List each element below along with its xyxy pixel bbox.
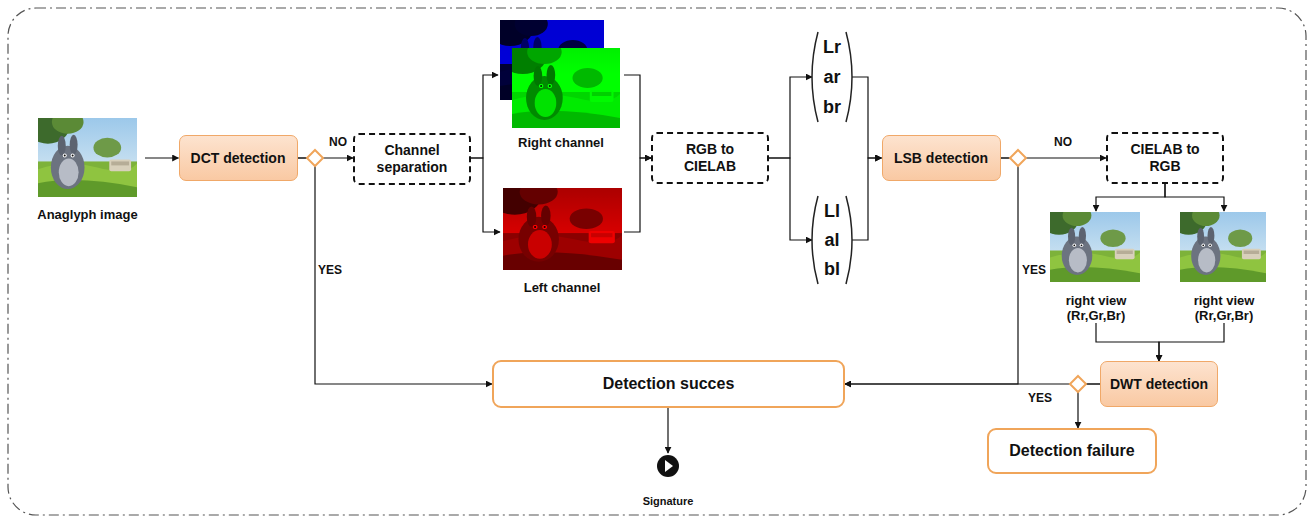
result-box: Detection succes <box>492 360 845 408</box>
flow-arrow <box>1078 384 1100 428</box>
component-vector: Ll al bl <box>812 196 852 284</box>
right-view-picture <box>1170 203 1266 282</box>
node-text: Detection failure <box>1009 442 1134 460</box>
result-box: Detection failure <box>987 428 1157 474</box>
image-node: Left channel <box>500 187 624 295</box>
node-text: br <box>823 97 841 117</box>
red-channel-picture <box>489 178 622 270</box>
decision-diamond <box>1010 150 1026 166</box>
node-text: DCT detection <box>185 150 292 167</box>
flow-arrow <box>1159 323 1224 361</box>
edge-label: YES <box>1026 391 1054 405</box>
edge-label: YES <box>316 263 344 277</box>
process-box: DCT detection <box>179 135 298 181</box>
flow-arrow <box>298 158 493 384</box>
node-text: DWT detection <box>1104 376 1214 393</box>
image-node: right view(Rr,Gr,Br) <box>1176 211 1272 323</box>
play-icon <box>657 455 679 477</box>
image-node: Anaglyph image <box>30 118 145 222</box>
process-box: LSB detection <box>882 135 1001 181</box>
bracket <box>812 196 818 284</box>
right-view-picture <box>1039 203 1140 282</box>
process-box: DWT detection <box>1100 361 1218 407</box>
outer-frame <box>8 8 1306 515</box>
node-text: (Rr,Gr,Br) <box>1195 308 1254 323</box>
flow-arrow <box>1165 184 1224 211</box>
edge-label: NO <box>327 135 349 149</box>
node-text: (Rr,Gr,Br) <box>1067 308 1126 323</box>
node-text: right view <box>1066 293 1127 308</box>
anaglyph-picture <box>26 108 137 197</box>
flow-arrow <box>852 158 882 240</box>
operation-box: CIELAB to RGB <box>1106 132 1224 184</box>
node-text: Signature <box>643 495 694 507</box>
flow-arrow <box>845 158 1018 384</box>
component-vector: Lr ar br <box>812 32 852 122</box>
node-text: LSB detection <box>888 150 994 167</box>
flow-arrow <box>769 77 812 158</box>
play-icon <box>665 460 673 472</box>
flow-arrow <box>1096 323 1159 361</box>
node-text: Ll <box>824 201 840 221</box>
edge-label: YES <box>1020 263 1048 277</box>
image-node: right view(Rr,Gr,Br) <box>1048 211 1144 323</box>
flow-arrow <box>624 158 651 232</box>
decision-diamond <box>1070 376 1086 392</box>
flow-arrow <box>471 75 498 158</box>
flow-arrow <box>667 408 668 453</box>
node-text: Anaglyph image <box>37 207 137 222</box>
node-text: Right channel <box>518 135 604 150</box>
green-channel-picture <box>499 38 620 128</box>
node-text: Left channel <box>524 280 601 295</box>
flow-arrow <box>145 157 179 158</box>
node-text: right view <box>1194 293 1255 308</box>
bracket <box>812 32 818 122</box>
flow-arrow <box>624 75 651 158</box>
edge-label: NO <box>1052 135 1074 149</box>
decision-diamond <box>307 150 323 166</box>
node-text: CIELAB to RGB <box>1108 141 1222 175</box>
flow-arrow <box>1096 184 1165 211</box>
bracket <box>846 32 852 122</box>
flow-arrow <box>471 158 500 232</box>
node-text: bl <box>824 259 840 279</box>
flow-arrow <box>852 77 882 158</box>
node-text: ar <box>823 67 840 87</box>
node-text: RGB to CIELAB <box>653 141 767 175</box>
bracket <box>846 196 852 284</box>
node-text: Channel separation <box>355 142 469 176</box>
operation-box: Channel separation <box>353 133 471 185</box>
signature-icon: Signature <box>636 453 700 507</box>
node-text: Lr <box>823 37 841 57</box>
flow-arrow <box>769 158 812 240</box>
operation-box: RGB to CIELAB <box>651 132 769 184</box>
flow-arrow <box>845 383 1100 384</box>
node-text: Detection succes <box>603 375 735 393</box>
node-text: al <box>824 230 839 250</box>
image-node: Right channel <box>498 18 624 150</box>
